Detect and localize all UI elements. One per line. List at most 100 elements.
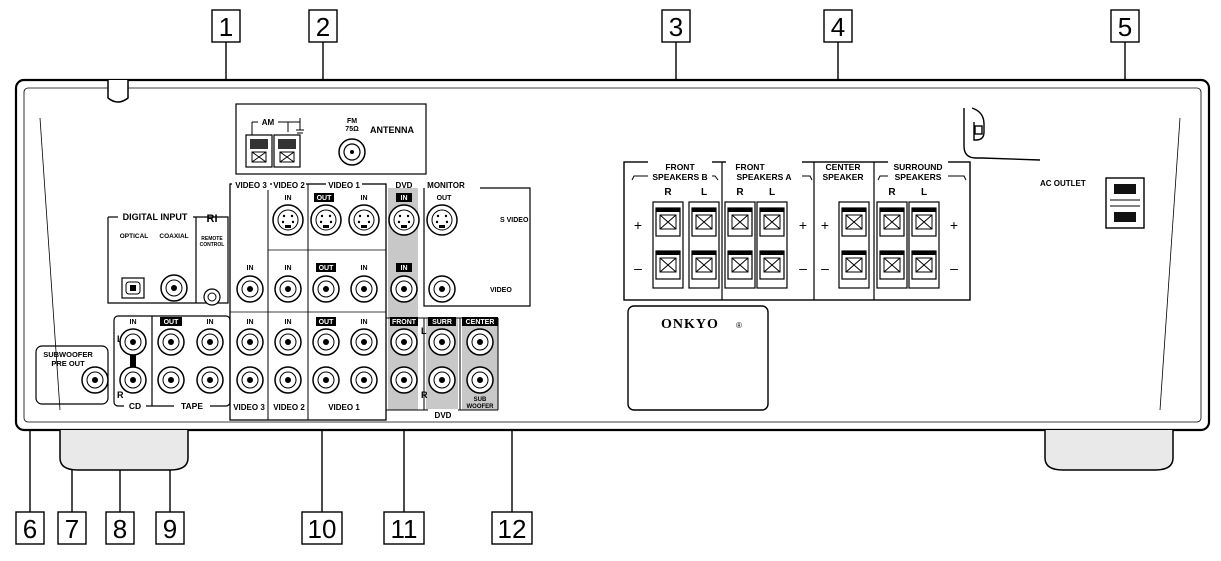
am-terminal-left[interactable] bbox=[245, 134, 273, 168]
speaker-terminal-pair[interactable] bbox=[756, 201, 788, 289]
remote-label-1: REMOTE bbox=[201, 236, 223, 242]
speaker-terminal-pair[interactable] bbox=[688, 201, 720, 289]
speaker-terminal-pair[interactable] bbox=[908, 201, 940, 289]
center-label-1: CENTER bbox=[826, 162, 861, 172]
sub-label-1: SUB bbox=[474, 397, 487, 403]
surround-minus: – bbox=[950, 260, 958, 276]
callout-8: 8 bbox=[113, 514, 127, 544]
video2-audio-in-label: IN bbox=[285, 319, 292, 326]
digital-input-panel: DIGITAL INPUT OPTICAL COAXIAL RI REMOTE … bbox=[107, 212, 229, 306]
speaker-terminal-pair[interactable] bbox=[724, 201, 756, 289]
optical-label: OPTICAL bbox=[120, 233, 149, 240]
dvd-surr-label: SURR bbox=[432, 319, 452, 326]
callout-6: 6 bbox=[23, 514, 37, 544]
callout-9: 9 bbox=[163, 514, 177, 544]
dvd-video-jack[interactable] bbox=[390, 275, 418, 303]
front-a-l-label: L bbox=[769, 187, 775, 198]
cd-tape-panel: IN OUT IN L R CD bbox=[113, 315, 231, 412]
front-b-label-2: SPEAKERS B bbox=[652, 172, 707, 182]
video3-audio-in-label: IN bbox=[247, 319, 254, 326]
dvd-front-label: FRONT bbox=[392, 319, 417, 326]
video1-video-out-label: OUT bbox=[319, 265, 335, 272]
dvd-bottom-label: DVD bbox=[435, 411, 452, 420]
speaker-terminal-pair[interactable] bbox=[652, 201, 684, 289]
front-a-plus: + bbox=[799, 217, 807, 233]
svideo-jacks[interactable] bbox=[272, 204, 380, 236]
brand-mark: ® bbox=[736, 321, 742, 330]
center-label-2: SPEAKER bbox=[822, 172, 863, 182]
cd-r-label: R bbox=[117, 390, 124, 400]
center-minus: – bbox=[821, 260, 829, 276]
sub-label-2: WOOFER bbox=[467, 404, 495, 410]
dvd-svideo-in-label: IN bbox=[401, 195, 408, 202]
am-terminal-right[interactable] bbox=[273, 134, 301, 168]
ac-outlet-panel: AC OUTLET bbox=[1040, 177, 1145, 229]
brand-logo: ONKYO bbox=[661, 317, 719, 332]
video3-video-in-label: IN bbox=[247, 265, 254, 272]
dvd-audio-jacks[interactable] bbox=[390, 328, 494, 394]
am-label: AM bbox=[262, 118, 275, 127]
antenna-panel: AM FM 75Ω ANTENNA bbox=[235, 103, 427, 175]
front-b-l-label: L bbox=[701, 187, 707, 198]
subwoofer-jack[interactable] bbox=[81, 366, 109, 394]
digital-input-title: DIGITAL INPUT bbox=[123, 212, 188, 222]
speaker-panel: FRONT SPEAKERS B FRONT SPEAKERS A CENTER… bbox=[623, 158, 971, 301]
video2-bottom-label: VIDEO 2 bbox=[273, 403, 305, 412]
monitor-video-jack[interactable] bbox=[428, 275, 456, 303]
fm-ohm-label: 75Ω bbox=[345, 126, 359, 133]
dvd-video-in-label: IN bbox=[401, 265, 408, 272]
speaker-terminals[interactable] bbox=[652, 201, 940, 289]
left-foot bbox=[59, 430, 189, 471]
speaker-terminal-pair[interactable] bbox=[838, 201, 870, 289]
surround-label-2: SPEAKERS bbox=[895, 172, 942, 182]
subwoofer-label-1: SUBWOOFER bbox=[43, 350, 93, 359]
front-b-label-1: FRONT bbox=[665, 162, 695, 172]
coaxial-jack[interactable] bbox=[160, 274, 188, 302]
dvd-center-label: CENTER bbox=[466, 319, 495, 326]
speaker-terminal-pair[interactable] bbox=[876, 201, 908, 289]
s-video-side-label: S VIDEO bbox=[500, 217, 529, 224]
cd-jacks[interactable] bbox=[119, 328, 147, 394]
cable-clamp bbox=[963, 107, 1041, 161]
cd-in-label: IN bbox=[130, 319, 137, 326]
front-b-r-label: R bbox=[664, 187, 672, 198]
dvd-panel: DVD IN IN FRONT L R SURR CENTER bbox=[386, 181, 499, 421]
video2-top-label: VIDEO 2 bbox=[273, 181, 305, 190]
remote-label-2: CONTROL bbox=[200, 242, 225, 248]
composite-video-jacks[interactable] bbox=[236, 275, 378, 303]
video-audio-jacks[interactable] bbox=[236, 328, 378, 394]
monitor-svideo-jack[interactable] bbox=[426, 204, 458, 236]
antenna-label: ANTENNA bbox=[370, 125, 414, 135]
video1-svideo-out-label: OUT bbox=[317, 195, 333, 202]
optical-jack[interactable] bbox=[121, 277, 145, 299]
video1-video-in-label: IN bbox=[361, 265, 368, 272]
coaxial-label: COAXIAL bbox=[159, 233, 188, 240]
callout-12: 12 bbox=[498, 514, 527, 544]
tape-in-label: IN bbox=[207, 319, 214, 326]
front-a-minus: – bbox=[799, 260, 807, 276]
center-plus: + bbox=[821, 217, 829, 233]
fm-label: FM bbox=[347, 118, 357, 125]
video1-bottom-label: VIDEO 1 bbox=[328, 403, 360, 412]
surround-label-1: SURROUND bbox=[893, 162, 942, 172]
dvd-svideo-jack[interactable] bbox=[388, 204, 420, 236]
callout-3: 3 bbox=[669, 12, 683, 42]
video1-top-label: VIDEO 1 bbox=[328, 181, 360, 190]
callout-2: 2 bbox=[316, 12, 330, 42]
brand-plate: ONKYO ® bbox=[627, 305, 769, 411]
monitor-label: MONITOR bbox=[427, 181, 465, 190]
video1-audio-in-label: IN bbox=[361, 319, 368, 326]
callout-1: 1 bbox=[219, 12, 233, 42]
callout-boxes: 1 2 3 4 5 6 7 8 9 10 11 12 bbox=[15, 9, 1140, 545]
tape-label: TAPE bbox=[181, 401, 203, 411]
remote-control-jack[interactable] bbox=[203, 288, 221, 306]
tape-jacks[interactable] bbox=[157, 328, 224, 394]
monitor-out-panel: MONITOR OUT S VIDEO VIDEO bbox=[423, 181, 531, 307]
ac-outlet-socket[interactable] bbox=[1105, 177, 1145, 229]
dvd-r-label: R bbox=[421, 390, 428, 400]
video1-svideo-in-label: IN bbox=[361, 195, 368, 202]
fm-antenna-jack[interactable] bbox=[338, 138, 366, 166]
video2-svideo-in-label: IN bbox=[285, 195, 292, 202]
